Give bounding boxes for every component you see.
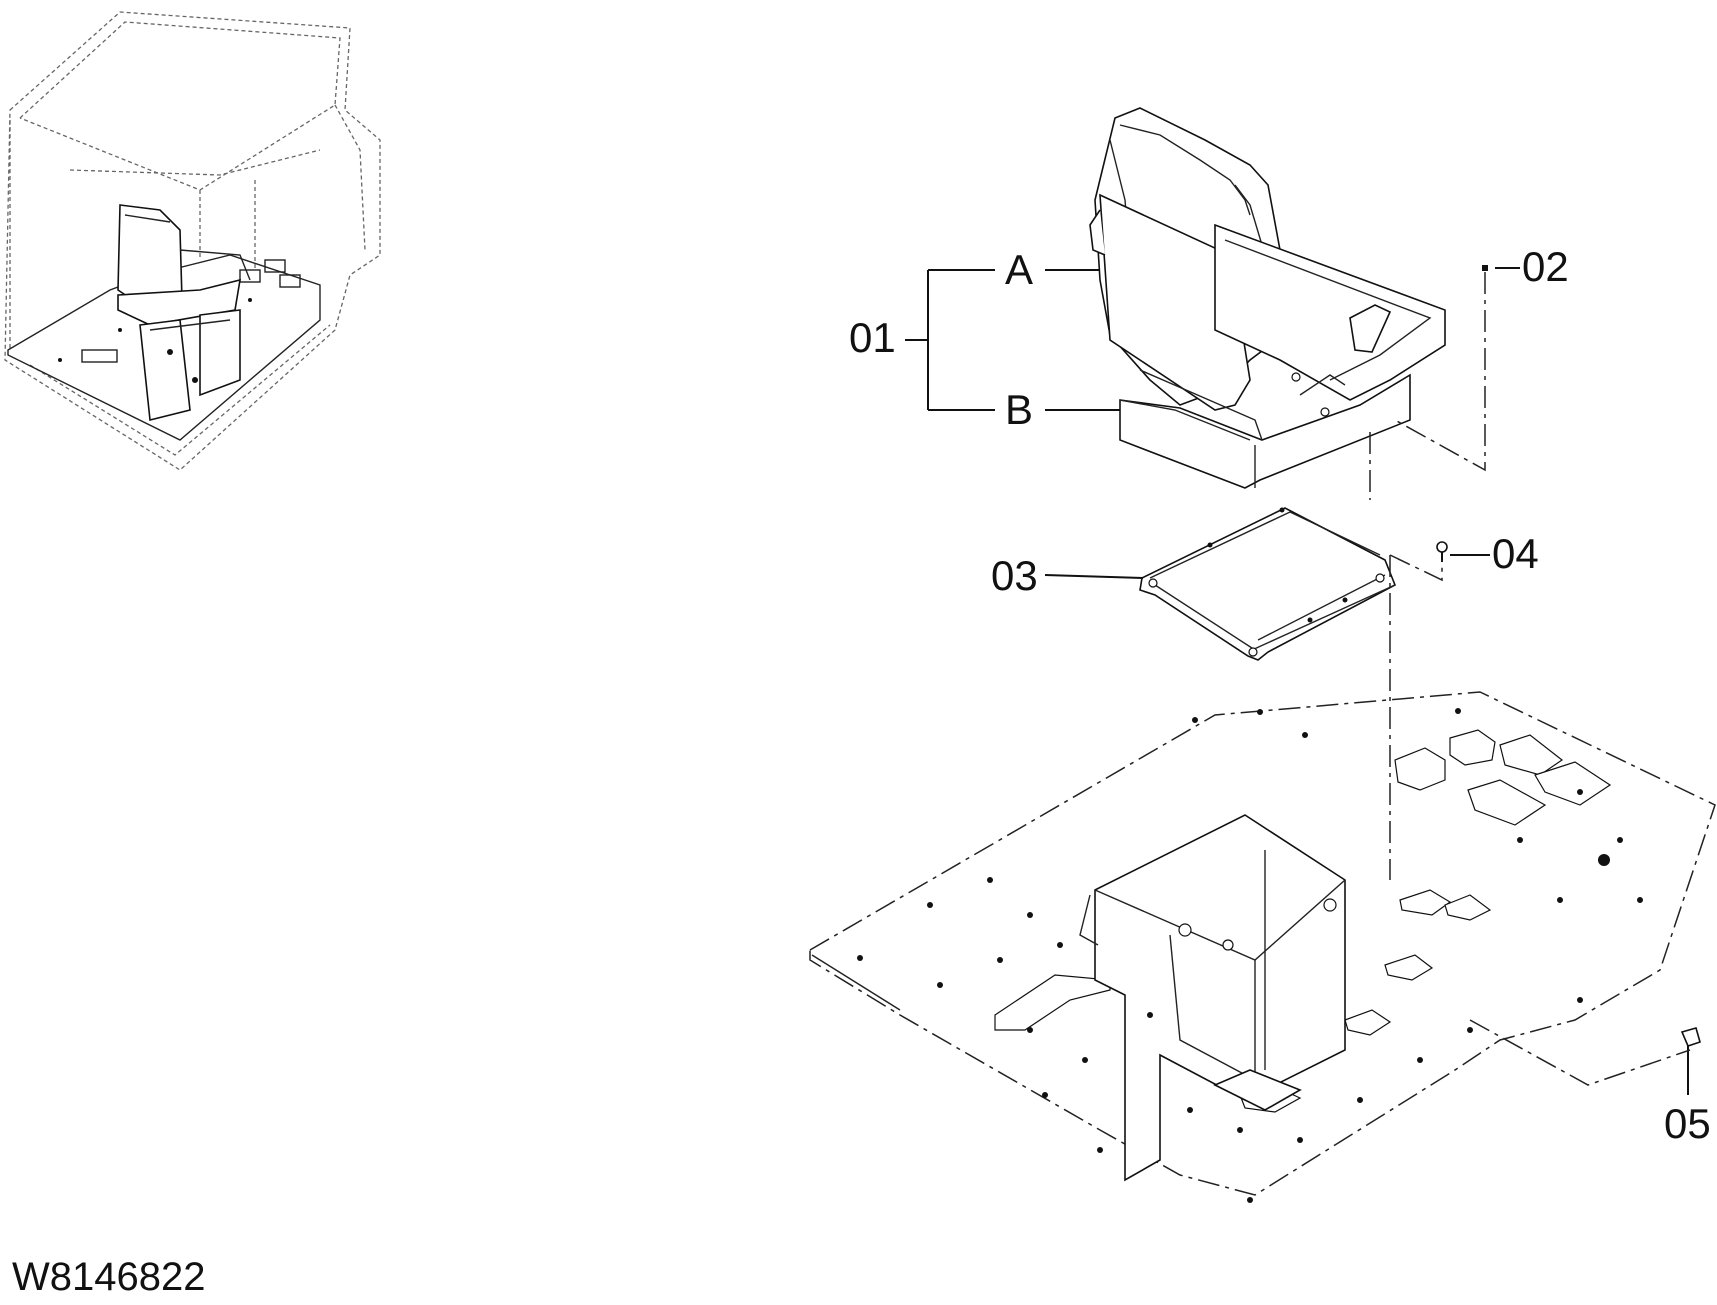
document-id: W8146822 (12, 1255, 205, 1299)
callout-B: B (1005, 386, 1033, 433)
callout-03: 03 (991, 552, 1038, 599)
bolt-02 (1482, 265, 1488, 271)
bolt-04 (1436, 541, 1448, 562)
callout-01: 01 (849, 314, 896, 361)
cab-floor-plate (809, 691, 1716, 1203)
assembly-centerlines (1369, 272, 1691, 1086)
callout-A: A (1005, 246, 1033, 293)
cab-overview-inset (4, 11, 381, 471)
seat-assembly (1089, 107, 1446, 489)
callout-leaders (905, 267, 1689, 1095)
seat-slide-bracket (1139, 507, 1397, 661)
callout-04: 04 (1492, 530, 1539, 577)
callout-05: 05 (1664, 1100, 1711, 1147)
callout-02: 02 (1522, 243, 1569, 290)
bolt-05 (1680, 1027, 1701, 1058)
